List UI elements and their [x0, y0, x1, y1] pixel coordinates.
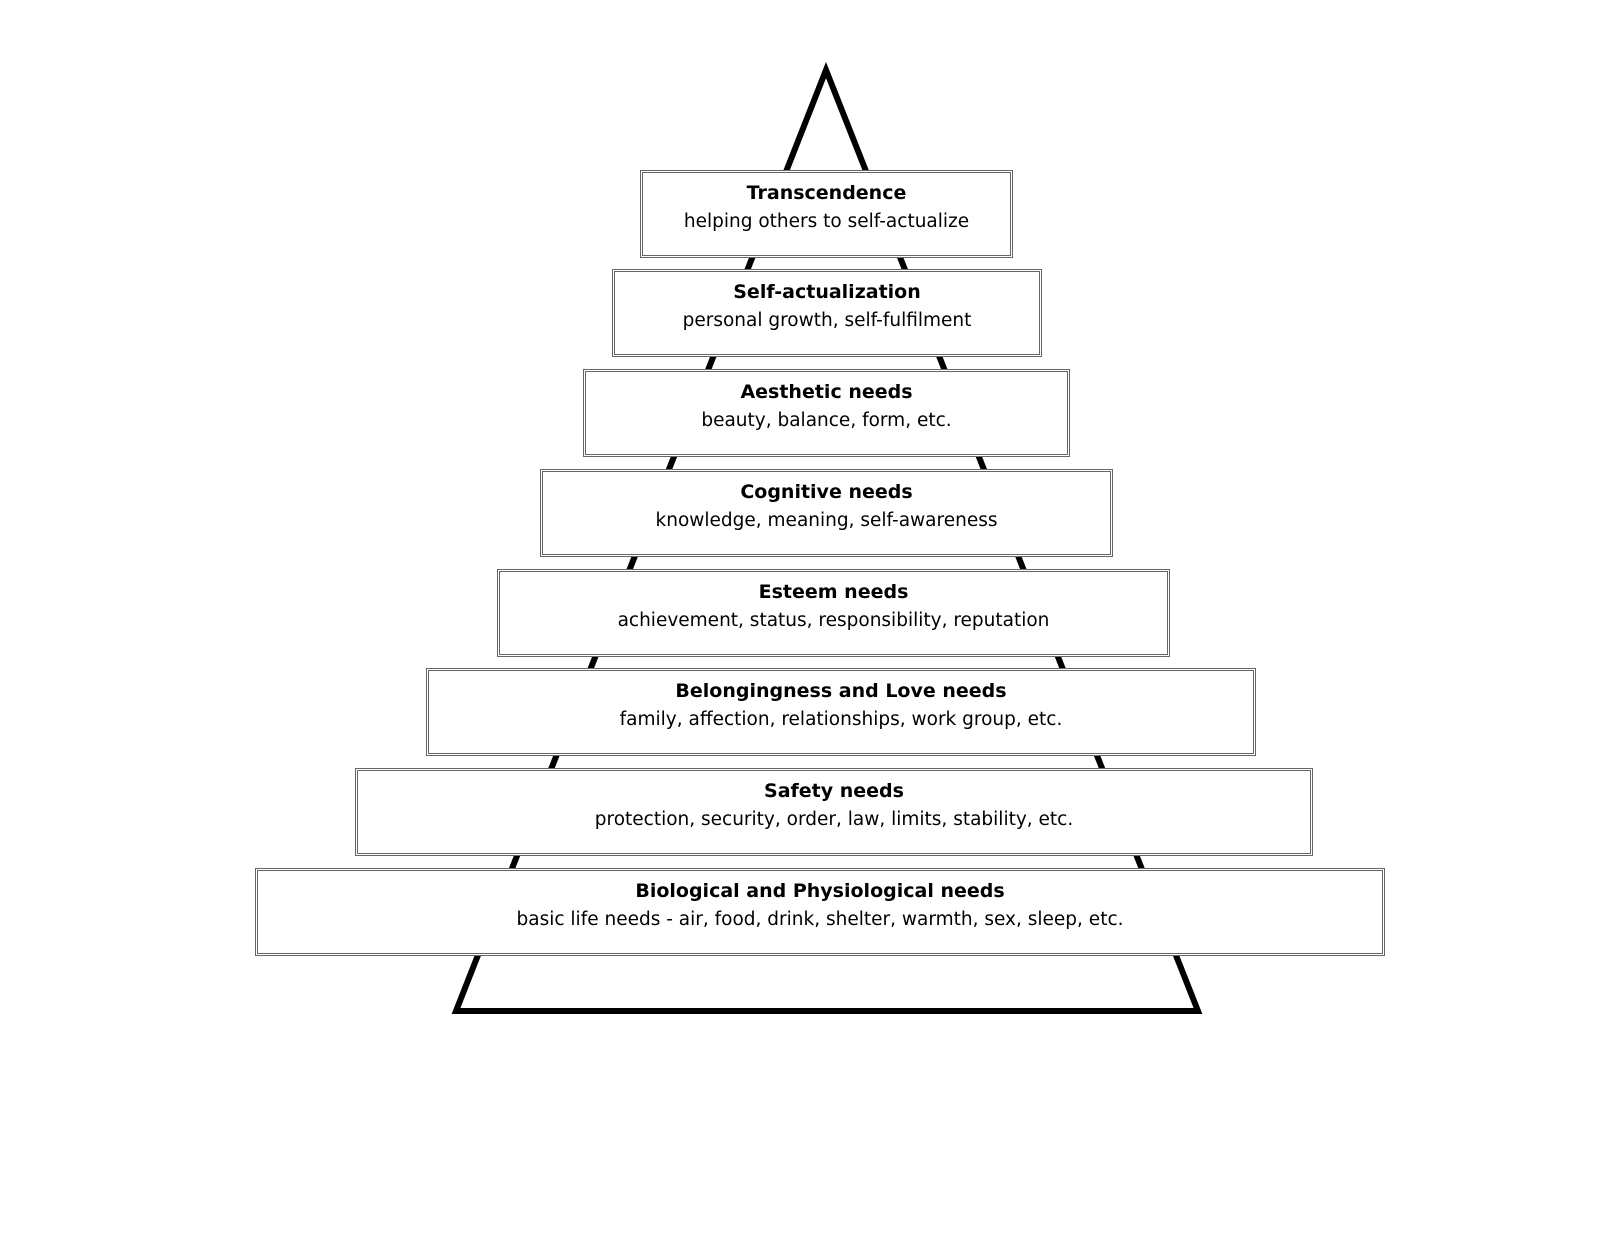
level-title: Esteem needs: [758, 581, 909, 603]
pyramid-level: Biological and Physiological needs basic …: [255, 868, 1385, 956]
level-description: family, affection, relationships, work g…: [619, 709, 1063, 730]
level-title: Aesthetic needs: [740, 381, 913, 403]
pyramid-level: Esteem needs achievement, status, respons…: [497, 569, 1170, 657]
level-title: Transcendence: [746, 182, 907, 204]
level-title: Self-actualization: [733, 281, 921, 303]
level-title: Biological and Physiological needs: [635, 880, 1005, 902]
level-description: achievement, status, responsibility, rep…: [617, 610, 1050, 631]
pyramid-level: Self-actualization personal growth, self-…: [612, 269, 1042, 357]
pyramid-level: Safety needs protection, security, order,…: [355, 768, 1313, 856]
pyramid-level: Belongingness and Love needs family, affe…: [426, 668, 1256, 756]
level-description: helping others to self-actualize: [683, 211, 970, 232]
level-description: protection, security, order, law, limits…: [594, 809, 1074, 830]
level-title: Belongingness and Love needs: [675, 680, 1007, 702]
pyramid-level: Aesthetic needs beauty, balance, form, et…: [583, 369, 1070, 457]
level-description: knowledge, meaning, self-awareness: [655, 510, 998, 531]
level-description: basic life needs - air, food, drink, she…: [516, 909, 1124, 930]
pyramid-level: Cognitive needs knowledge, meaning, self-…: [540, 469, 1113, 557]
level-title: Cognitive needs: [740, 481, 913, 503]
pyramid-level: Transcendence helping others to self-actu…: [640, 170, 1013, 258]
level-title: Safety needs: [764, 780, 904, 802]
level-description: beauty, balance, form, etc.: [701, 410, 952, 431]
level-description: personal growth, self-fulfilment: [682, 310, 972, 331]
